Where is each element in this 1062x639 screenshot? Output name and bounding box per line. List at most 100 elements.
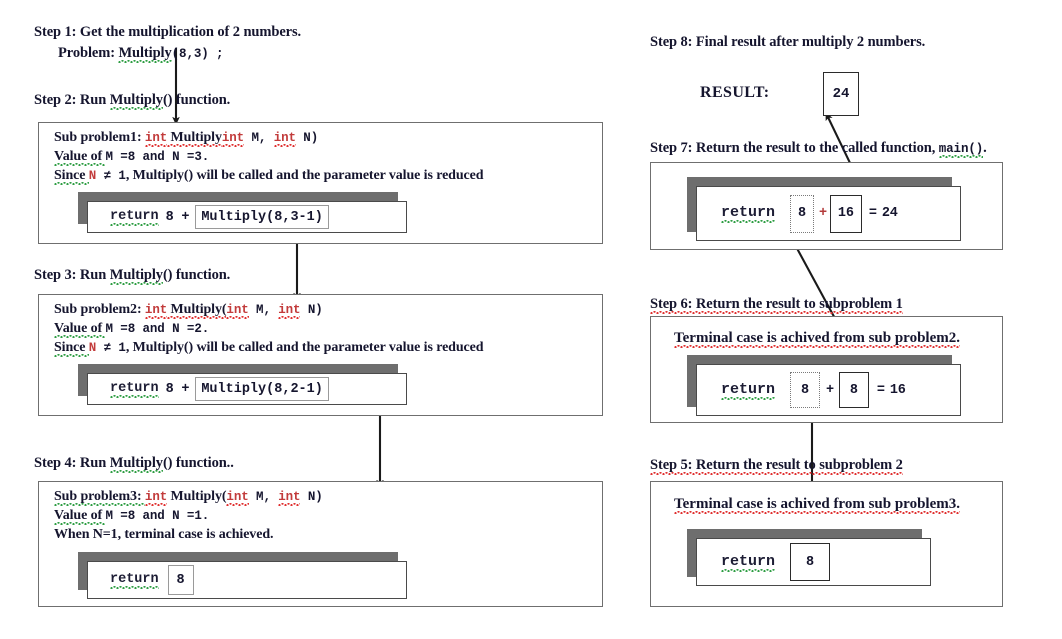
step8-caption-text: Step 8: Final result after multiply 2 nu…	[650, 34, 926, 50]
step4-line3: When N=1, terminal case is achieved.	[54, 527, 274, 543]
step1-line1-text: Step 1: Get the multiplication of 2 numb…	[34, 24, 302, 40]
step7-plus-operator: +	[819, 206, 827, 221]
step4-line1: Sub problem3: int Multiply(int M, int N)	[54, 489, 323, 505]
step3-line3-since: Since	[54, 340, 89, 355]
step6-right-operand-box: 8	[838, 372, 869, 408]
step4-line2: Value of M =8 and N =1.	[54, 508, 209, 524]
step3-line2-val: =2.	[179, 322, 210, 336]
step3-line2-m: M	[105, 322, 113, 336]
step6-caption: Step 6: Return the result to subproblem …	[650, 296, 903, 313]
step2-code-window: return 8 + Multiply(8,3-1)	[78, 192, 407, 233]
step3-line1-m: M,	[248, 303, 279, 317]
step4-caption-fn: Multiply	[109, 455, 163, 471]
step2-line1-int2: int	[221, 131, 245, 145]
step4-window-body: return 8	[87, 561, 407, 599]
step3-line1-int3: int	[278, 303, 301, 317]
step1-problem-label: Problem:	[58, 45, 119, 61]
step4-line2-mid: =8 and	[112, 509, 173, 523]
step3-line2-n: N	[172, 322, 180, 336]
step6-plus-operator: +	[826, 382, 834, 398]
step2-line1-int3: int	[273, 131, 296, 145]
step2-line3-since: Since	[54, 168, 89, 183]
step3-operand: 8 +	[165, 381, 190, 397]
step2-line3-cond: ≠ 1	[96, 169, 126, 183]
step1-fn-name: Multiply	[118, 45, 172, 61]
step2-caption-fn: Multiply	[109, 92, 163, 108]
step7-left-operand-box: 8	[790, 194, 815, 233]
step4-line1-int3: int	[278, 490, 301, 504]
step4-line2-a: Value of	[54, 508, 106, 523]
step2-caption: Step 2: Run Multiply() function.	[34, 92, 230, 109]
step7-total-value: 24	[881, 206, 898, 221]
step6-return-keyword: return	[721, 380, 776, 398]
step2-return-keyword: return	[110, 208, 159, 224]
step2-line1-int1: int	[144, 131, 168, 145]
result-label-text: RESULT:	[700, 84, 770, 101]
step2-line1-fn: Multiply	[167, 130, 222, 145]
step7-caption-a: Step 7: Return the result to the called …	[650, 140, 939, 156]
step7-equals-sign: =	[868, 206, 877, 221]
step7-window-body: return 8 + 16 = 24	[696, 186, 961, 241]
step2-operand: 8 +	[165, 209, 190, 225]
step4-caption: Step 4: Run Multiply() function..	[34, 455, 234, 472]
step5-caption-text: Step 5: Return the result to subproblem …	[650, 457, 903, 473]
step4-line2-val: =1.	[179, 509, 210, 523]
step3-line1-fn: Multiply(	[167, 302, 227, 317]
step5-terminal-note: Terminal case is achived from sub proble…	[674, 496, 960, 513]
step4-line1-int1: int	[144, 490, 168, 504]
step3-code-window: return 8 + Multiply(8,2-1)	[78, 364, 407, 405]
step5-return-value-box: 8	[790, 543, 831, 581]
step6-equals-sign: =	[876, 382, 885, 398]
step7-return-keyword: return	[721, 204, 776, 221]
step3-caption-fn: Multiply	[109, 267, 163, 283]
step2-caption-prefix: Step 2: Run	[34, 92, 110, 108]
step4-caption-prefix: Step 4: Run	[34, 455, 110, 471]
step5-window-body: return 8	[696, 538, 931, 586]
step3-line2: Value of M =8 and N =2.	[54, 321, 209, 337]
step3-caption: Step 3: Run Multiply() function.	[34, 267, 230, 284]
step2-line3-rest: , Multiply() will be called and the para…	[125, 168, 484, 183]
step3-recursive-call-box: Multiply(8,2-1)	[195, 377, 329, 401]
step4-line2-n: N	[172, 509, 180, 523]
step6-caption-text: Step 6: Return the result to subproblem …	[650, 296, 903, 312]
step7-caption-c: .	[983, 140, 987, 156]
step2-line1-n: N)	[295, 131, 319, 145]
step2-line2-a: Value of	[54, 149, 106, 164]
step3-line1: Sub problem2: int Multiply(int M, int N)	[54, 302, 323, 318]
step5-return-keyword: return	[721, 552, 776, 570]
step2-line2-mid: =8 and	[112, 150, 173, 164]
result-value-box: 24	[823, 72, 859, 116]
step6-terminal-note: Terminal case is achived from sub proble…	[674, 330, 960, 347]
step3-line3-n: N	[88, 341, 97, 355]
step3-line1-int2: int	[226, 303, 249, 317]
step6-terminal-note-text: Terminal case is achived from sub proble…	[674, 330, 960, 346]
step7-right-operand-box: 16	[829, 194, 862, 233]
step1-line2: Problem: Multiply(8,3) ;	[58, 45, 224, 62]
step3-line3: Since N ≠ 1, Multiply() will be called a…	[54, 340, 484, 356]
step4-line1-int2: int	[226, 490, 249, 504]
step4-return-value-box: 8	[167, 565, 194, 595]
step4-line1-fn: Multiply(	[167, 489, 227, 504]
step4-line1-m: M,	[248, 490, 279, 504]
step2-window-body: return 8 + Multiply(8,3-1)	[87, 201, 407, 233]
step3-line3-cond: ≠ 1	[96, 341, 126, 355]
step2-line1: Sub problem1: int Multiplyint M, int N)	[54, 130, 318, 146]
step2-line3-n: N	[88, 169, 97, 183]
step2-caption-suffix: () function.	[162, 92, 231, 108]
step1-args: (8,3) ;	[171, 47, 224, 61]
result-label: RESULT:	[700, 84, 770, 102]
step3-line1-a: Sub problem2:	[54, 302, 145, 317]
step2-line2-val: =3.	[179, 150, 210, 164]
step2-line1-a: Sub problem1:	[54, 130, 145, 145]
step4-return-keyword: return	[110, 571, 159, 587]
step3-line2-a: Value of	[54, 321, 106, 336]
step5-caption: Step 5: Return the result to subproblem …	[650, 457, 903, 474]
step6-window-body: return 8 + 8 = 16	[696, 364, 961, 416]
step4-line2-m: M	[105, 509, 113, 523]
step2-line2: Value of M =8 and N =3.	[54, 149, 209, 165]
step3-line2-mid: =8 and	[112, 322, 173, 336]
step5-terminal-note-text: Terminal case is achived from sub proble…	[674, 496, 960, 512]
step6-code-window: return 8 + 8 = 16	[687, 355, 961, 416]
step8-caption: Step 8: Final result after multiply 2 nu…	[650, 34, 925, 51]
